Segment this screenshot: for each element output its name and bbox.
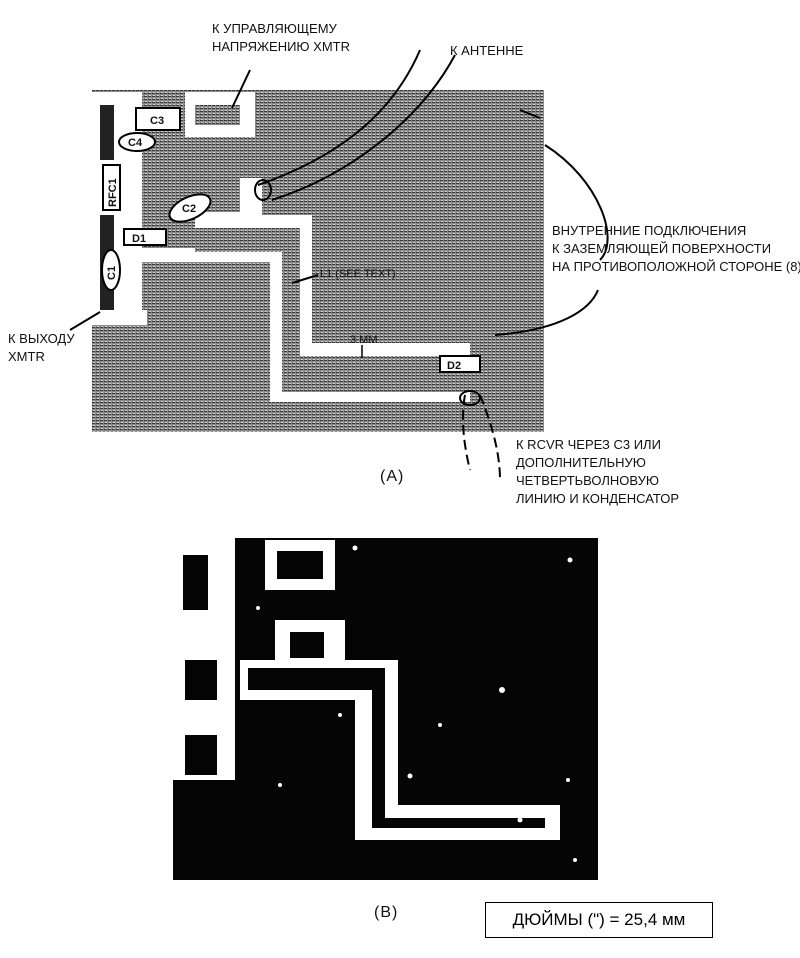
antenna-connector xyxy=(254,179,272,201)
pad-b xyxy=(185,735,217,775)
label-d1: D1 xyxy=(132,233,146,245)
trace-b-slot xyxy=(248,668,545,828)
arrow-xmtr-out xyxy=(69,311,101,331)
l1-arrow xyxy=(291,274,319,284)
component-rfc1 xyxy=(102,164,121,211)
antenna-cable-1 xyxy=(257,49,421,186)
pad-gap xyxy=(195,105,240,125)
component-c1 xyxy=(101,249,121,291)
label-line: К RCVR ЧЕРЕЗ С3 ИЛИ xyxy=(516,437,661,452)
pad-dark xyxy=(100,105,114,160)
label-antenna: К АНТЕННЕ xyxy=(450,43,524,58)
rcvr-cable-2 xyxy=(479,394,501,481)
pad-b xyxy=(185,660,217,700)
arrow-ground-1 xyxy=(544,144,609,261)
label-c3: C3 xyxy=(150,115,164,127)
arrow-control xyxy=(231,69,251,109)
label-l1: L1 (SEE TEXT) xyxy=(320,268,396,280)
pad-b xyxy=(277,551,323,579)
component-d1 xyxy=(123,228,167,246)
units-note: ДЮЙМЫ (") = 25,4 мм xyxy=(485,902,713,938)
board-b xyxy=(173,538,598,880)
label-xmtr-output: К ВЫХОДУ XMTR xyxy=(8,330,75,366)
label-d2: D2 xyxy=(447,360,461,372)
label-ground-connections: ВНУТРЕННИЕ ПОДКЛЮЧЕНИЯ К ЗАЗЕМЛЯЮЩЕЙ ПОВ… xyxy=(552,222,800,276)
label-gap: 3 MM xyxy=(350,334,378,346)
components-a: C3 C4 RFC1 C2 D1 C1 D2 L1 (SEE TEXT) 3 M… xyxy=(101,107,481,373)
component-c4 xyxy=(118,132,156,152)
label-line: К ЗАЗЕМЛЯЮЩЕЙ ПОВЕРХНОСТИ xyxy=(552,241,772,256)
label-line: ЧЕТВЕРТЬВОЛНОВУЮ xyxy=(516,473,660,488)
label-line: ВНУТРЕННИЕ ПОДКЛЮЧЕНИЯ xyxy=(552,223,747,238)
antenna-cable-2 xyxy=(271,54,456,201)
label-rcvr: К RCVR ЧЕРЕЗ С3 ИЛИ ДОПОЛНИТЕЛЬНУЮ ЧЕТВЕ… xyxy=(516,436,679,508)
pad-b xyxy=(290,632,324,658)
rcvr-cable-1 xyxy=(461,394,471,471)
board-a xyxy=(92,90,544,432)
trace-main xyxy=(142,178,470,356)
label-c2: C2 xyxy=(182,203,196,215)
vias-b xyxy=(256,545,577,862)
arrow-ground-2 xyxy=(494,289,599,336)
label-c4: C4 xyxy=(128,137,143,149)
label-line: НА ПРОТИВОПОЛОЖНОЙ СТОРОНЕ (8) xyxy=(552,259,800,274)
label-line: НАПРЯЖЕНИЮ XMTR xyxy=(212,39,351,54)
label-rfc1: RFC1 xyxy=(107,178,119,207)
label-c1: C1 xyxy=(106,266,118,280)
caption-a: (A) xyxy=(380,468,405,485)
component-c3 xyxy=(135,107,181,131)
pad-b xyxy=(183,555,208,610)
leader-lines xyxy=(69,49,609,481)
label-control-voltage: К УПРАВЛЯЮЩЕМУ НАПРЯЖЕНИЮ XMTR xyxy=(212,20,350,56)
label-line: ДОПОЛНИТЕЛЬНУЮ xyxy=(516,455,646,470)
arrowhead xyxy=(519,109,541,119)
label-line: К УПРАВЛЯЮЩЕМУ xyxy=(212,21,337,36)
label-line: ЛИНИЮ И КОНДЕНСАТОР xyxy=(516,491,679,506)
trace-left-foot xyxy=(92,310,147,325)
caption-b: (B) xyxy=(374,904,399,921)
label-line: К ВЫХОДУ xyxy=(8,331,75,346)
component-c2 xyxy=(168,193,212,223)
label-line: XMTR xyxy=(8,349,45,364)
component-d2 xyxy=(439,355,481,373)
